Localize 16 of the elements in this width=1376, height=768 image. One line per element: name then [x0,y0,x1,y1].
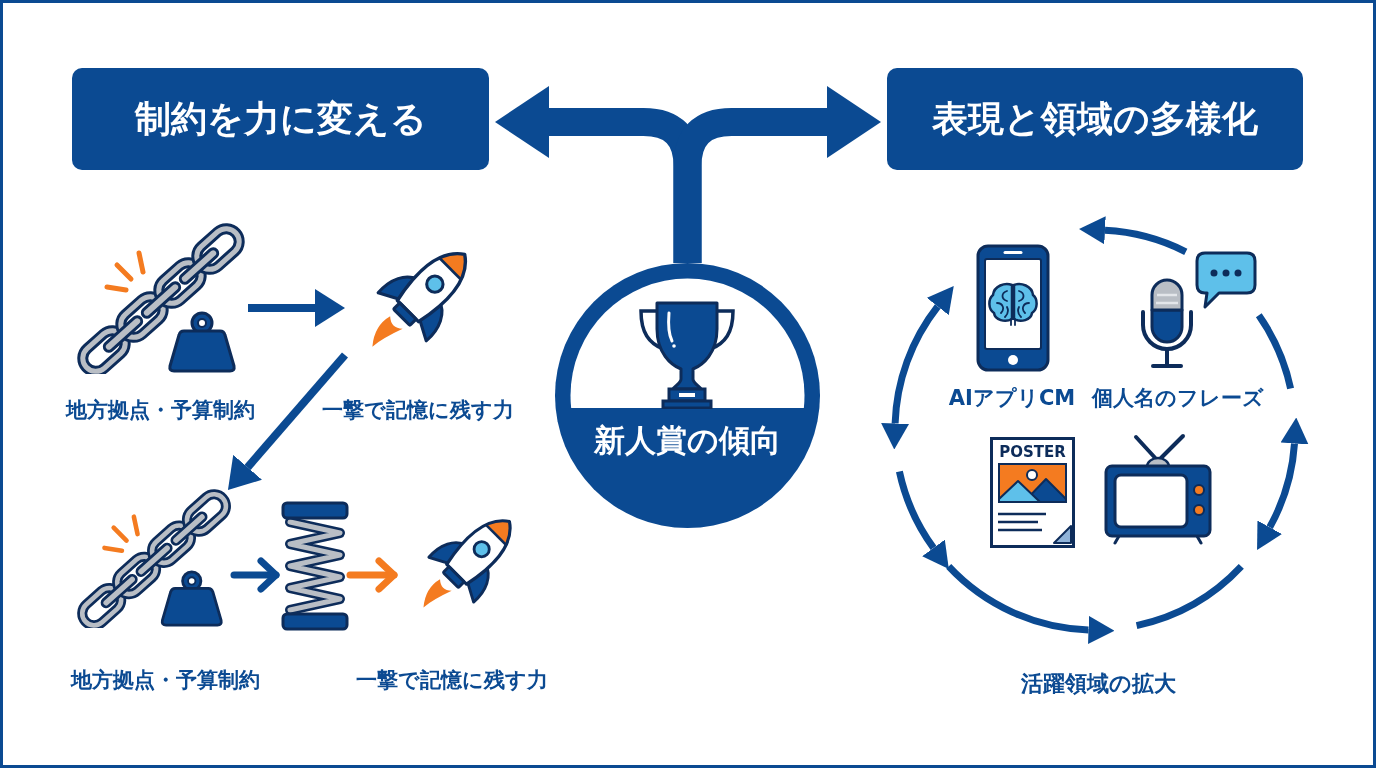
circle-title: 新人賞の傾向 [594,421,781,459]
section-header: 制約を力に変える [72,68,489,170]
arrow [227,352,349,490]
arrow [230,557,280,593]
branching-arrow [673,86,881,263]
spring-icon [280,500,350,632]
award-circle [555,263,820,528]
caption: 活躍領域の拡大 [1020,670,1176,697]
section-header: 表現と領域の多様化 [887,68,1303,170]
icon-caption: 一撃で記憶に残す力 [322,398,514,423]
icon-caption: 一撃で記憶に残す力 [356,668,548,693]
broken-chain-and-weight-icon [76,222,248,374]
arrow [346,557,398,593]
icon-caption: 地方拠点・予算制約 [70,668,260,693]
icon-caption: 地方拠点・予算制約 [65,398,255,423]
broken-chain-and-weight-icon [76,488,234,628]
